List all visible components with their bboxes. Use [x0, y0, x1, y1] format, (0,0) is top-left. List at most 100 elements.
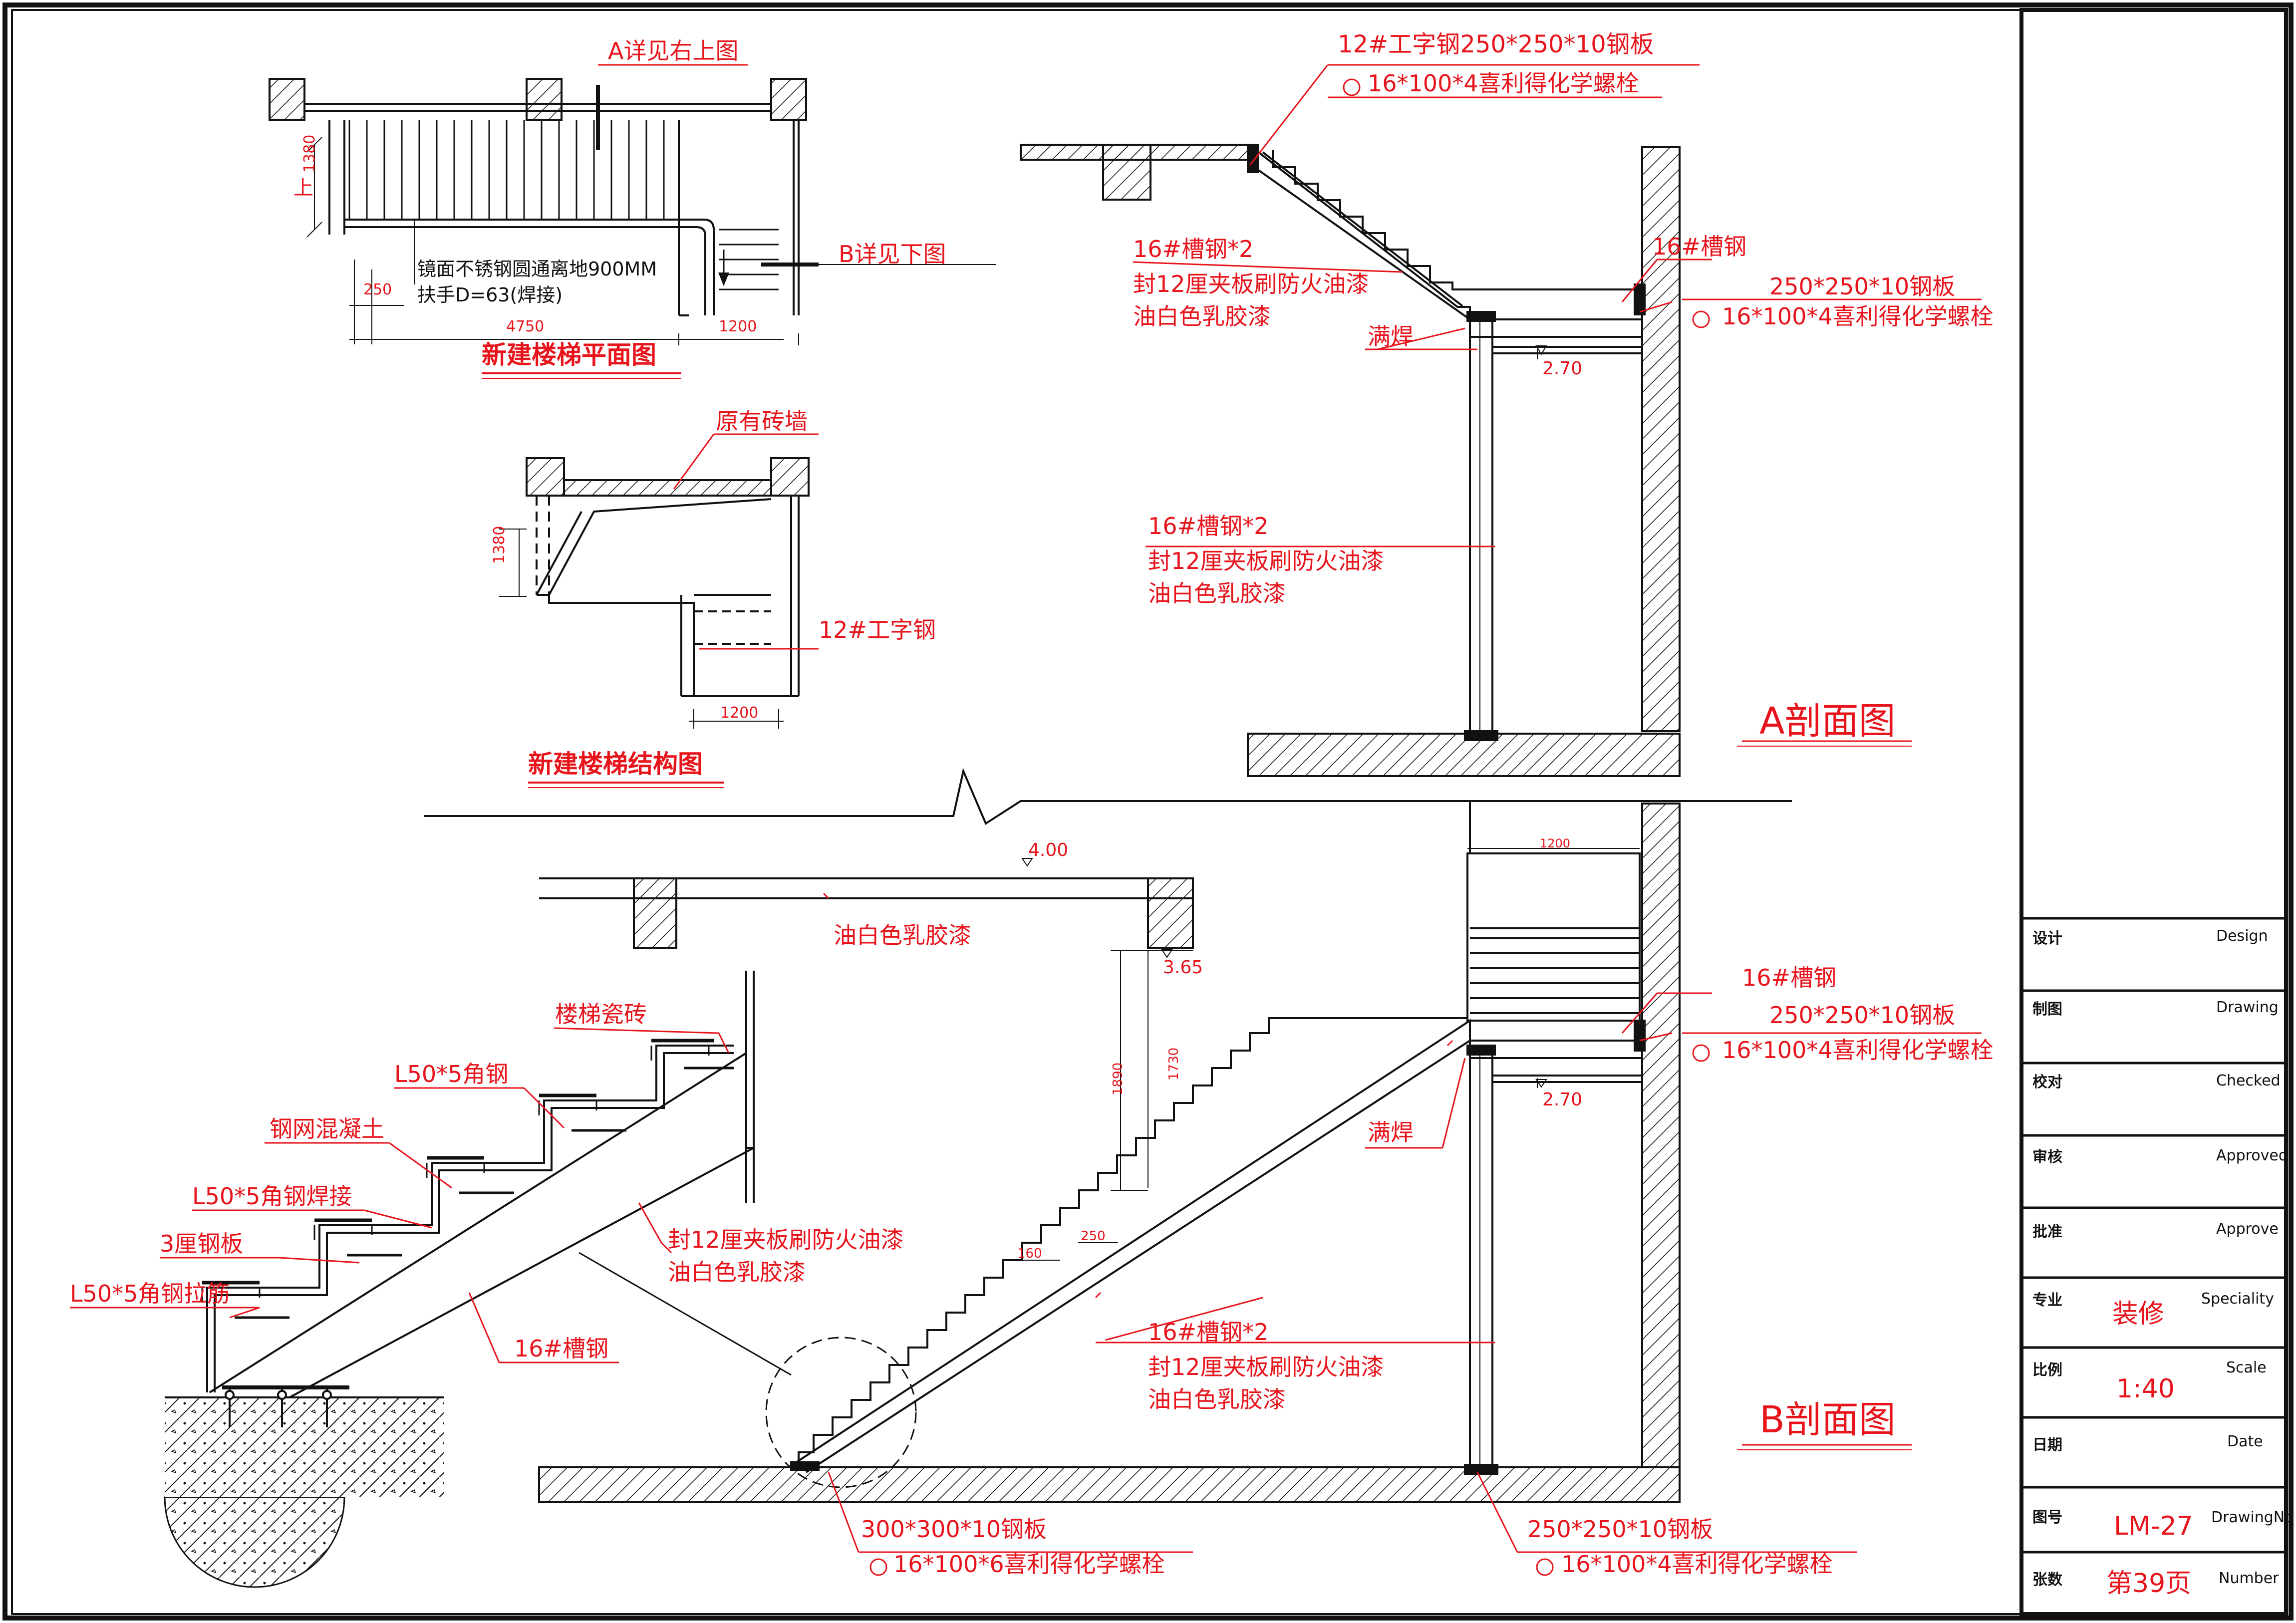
plan-note-a: A详见右上图	[608, 37, 738, 64]
detail-tile: 楼梯瓷砖	[555, 1001, 647, 1028]
stair-plan	[269, 78, 996, 345]
section-a-bolt-right: 16*100*4喜利得化学螺栓	[1722, 303, 1994, 330]
title-row-drawing: 制图 Drawing	[2032, 999, 2279, 1018]
section-a-column-line2: 封12厘夹板刷防火油漆	[1148, 547, 1384, 574]
section-b-title: B剖面图	[1759, 1398, 1896, 1441]
title-block	[2019, 8, 2288, 1616]
stair-structure	[499, 457, 810, 729]
section-b-level-mark-landing	[1535, 1079, 1547, 1088]
title-row-cn: 审核	[2032, 1148, 2062, 1166]
title-row-value: 装修	[2112, 1299, 2164, 1329]
title-row-en: Checked	[2216, 1072, 2281, 1089]
section-b-stringer-line2: 封12厘夹板刷防火油漆	[1148, 1353, 1384, 1380]
section-b-base-bolt: 16*100*6喜利得化学螺栓	[893, 1551, 1165, 1578]
structure-dim-1200: 1200	[720, 704, 758, 722]
plan-handrail-line2: 扶手D=63(焊接)	[417, 284, 563, 306]
section-b-base-plate: 300*300*10钢板	[861, 1516, 1047, 1543]
section-b-stringer-line1: 16#槽钢*2	[1148, 1319, 1268, 1346]
title-row-value: LM-27	[2114, 1511, 2193, 1541]
title-row-en: Approve	[2216, 1220, 2279, 1238]
detail-channel: 16#槽钢	[514, 1335, 608, 1362]
plan-title: 新建楼梯平面图	[482, 340, 656, 369]
title-row-scale: 比例 Scale 1:40	[2032, 1359, 2267, 1404]
section-a-stringer-line1: 16#槽钢*2	[1133, 236, 1253, 263]
section-b-level-mark-beam	[1161, 949, 1173, 958]
title-row-en: Speciality	[2201, 1290, 2274, 1308]
detail-angle-weld: L50*5角钢焊接	[192, 1183, 352, 1210]
detail-leaders	[70, 1027, 730, 1363]
structure-title: 新建楼梯结构图	[528, 750, 703, 779]
detail-angle-rebar: L50*5角钢拉筋	[70, 1280, 230, 1307]
section-b-level-top: 4.00	[1028, 840, 1068, 860]
title-row-drawing-no: 图号 DrawingNo LM-27	[2032, 1509, 2294, 1541]
section-b-level-mark-top	[1021, 858, 1033, 867]
plan-dim-4750: 4750	[506, 318, 544, 335]
section-break-line	[424, 768, 1792, 825]
detail-mesh-concrete: 钢网混凝土	[270, 1115, 384, 1142]
section-b-channel: 16#槽钢	[1742, 964, 1836, 991]
section-b-dim-160: 160	[1017, 1246, 1042, 1261]
title-row-en: Date	[2227, 1433, 2263, 1450]
section-b-level-landing: 2.70	[1542, 1089, 1582, 1110]
title-row-value: 第39页	[2106, 1569, 2191, 1599]
title-row-cn: 张数	[2032, 1571, 2063, 1589]
section-a-channel: 16#槽钢	[1652, 233, 1746, 260]
title-row-en: Approved	[2216, 1147, 2288, 1164]
plan-up-label: 上	[293, 177, 313, 200]
section-a-plate: 250*250*10钢板	[1769, 273, 1955, 300]
title-row-cn: 制图	[2032, 1001, 2062, 1018]
title-row-cn: 日期	[2032, 1436, 2062, 1454]
section-b-bolt-symbol-base	[869, 1558, 887, 1576]
title-row-checked: 校对 Checked	[2032, 1072, 2281, 1091]
detail-angle1: L50*5角钢	[394, 1061, 508, 1087]
title-row-cn: 批准	[2032, 1223, 2062, 1241]
section-a-level: 2.70	[1542, 358, 1582, 379]
title-row-approve: 批准 Approve	[2032, 1220, 2279, 1241]
section-b-col-bolt: 16*100*4喜利得化学螺栓	[1561, 1551, 1833, 1578]
detail-plate3: 3厘钢板	[160, 1230, 243, 1257]
section-a-level-mark	[1535, 345, 1547, 355]
section-a-bolt-top: 16*100*4喜利得化学螺栓	[1368, 70, 1639, 97]
section-b-ceiling-paint: 油白色乳胶漆	[834, 922, 971, 949]
section-a-drawing	[1020, 144, 1681, 777]
title-row-en: Scale	[2226, 1359, 2267, 1376]
title-row-en: Design	[2216, 927, 2268, 945]
section-a-bolt-symbol-right	[1692, 310, 1710, 328]
title-row-speciality: 专业 Speciality 装修	[2032, 1290, 2274, 1329]
section-b-bolt-symbol-right	[1692, 1044, 1710, 1062]
section-b-level-beam: 3.65	[1163, 957, 1203, 978]
plan-dim-250: 250	[363, 281, 392, 298]
section-b-dim-250: 250	[1081, 1229, 1106, 1244]
title-row-en: Drawing	[2216, 999, 2279, 1016]
title-row-cn: 设计	[2032, 930, 2062, 947]
title-row-cn: 图号	[2032, 1509, 2062, 1526]
title-row-cn: 比例	[2032, 1361, 2062, 1379]
section-b-weld: 满焊	[1368, 1119, 1414, 1146]
section-a-column-line3: 油白色乳胶漆	[1148, 580, 1286, 607]
section-a-stringer-line3: 油白色乳胶漆	[1133, 303, 1271, 330]
plan-dim-1380: 1380	[301, 135, 318, 173]
section-b-dim-1890: 1890	[1111, 1063, 1126, 1095]
section-a-leaders	[1133, 64, 1982, 747]
section-b-bolt-symbol-column	[1536, 1558, 1554, 1576]
section-b-col-plate: 250*250*10钢板	[1527, 1516, 1713, 1543]
structure-dim-1380: 1380	[491, 526, 508, 564]
section-b-plate: 250*250*10钢板	[1769, 1002, 1955, 1029]
section-a-weld: 满焊	[1368, 323, 1414, 350]
title-row-date: 日期 Date	[2032, 1433, 2263, 1454]
section-b-leaders	[823, 892, 1982, 1553]
section-a-bolt-symbol	[1343, 78, 1361, 96]
section-a-stringer-line2: 封12厘夹板刷防火油漆	[1133, 270, 1369, 297]
section-b-stringer-line3: 油白色乳胶漆	[1148, 1386, 1286, 1413]
title-row-design: 设计 Design	[2032, 927, 2268, 947]
section-a-title: A剖面图	[1759, 700, 1896, 743]
title-row-cn: 校对	[2032, 1074, 2062, 1091]
structure-wall-label: 原有砖墙	[716, 408, 808, 435]
section-b-dim-1730: 1730	[1166, 1048, 1181, 1081]
plan-handrail-line1: 镜面不锈钢圆通离地900MM	[417, 258, 657, 280]
title-row-number: 张数 Number 第39页	[2032, 1569, 2279, 1599]
stair-detail-drawing	[164, 971, 755, 1588]
plan-note-b: B详见下图	[839, 241, 946, 268]
